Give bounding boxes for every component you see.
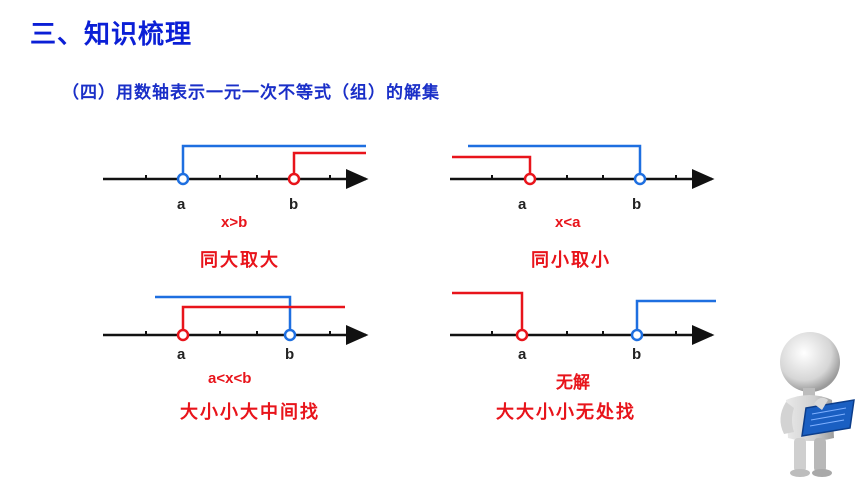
case-2-label-a: a — [518, 196, 527, 213]
case-1-open-point-a — [176, 172, 190, 186]
thinking-figure-illustration — [780, 332, 855, 477]
case-2-label-b: b — [632, 196, 642, 213]
case-2-open-point-a — [523, 172, 537, 186]
case-4-rule: 大大小小无处找 — [496, 402, 636, 423]
case-4-blue-ray — [635, 299, 716, 329]
case-4-number-line — [450, 291, 716, 345]
case-4-label-a: a — [518, 346, 527, 363]
case-4-label-b: b — [632, 346, 642, 363]
case-3-label-a: a — [177, 346, 186, 363]
case-4-open-point-b — [630, 328, 644, 342]
case-4-solution: 无解 — [556, 373, 590, 392]
section-subtitle: （四）用数轴表示一元一次不等式（组）的解集 — [62, 83, 440, 103]
case-1-number-line — [103, 144, 369, 189]
case-3-blue-ray — [155, 295, 292, 329]
case-2-red-ray — [452, 155, 532, 173]
case-1-label-b: b — [289, 196, 299, 213]
case-4-open-point-a — [515, 328, 529, 342]
case-2-blue-ray — [468, 144, 642, 173]
case-3-open-point-a — [176, 328, 190, 342]
case-1-red-ray — [292, 151, 366, 173]
case-3-red-ray — [181, 305, 345, 329]
case-1-label-a: a — [177, 196, 186, 213]
case-1-solution: x>b — [221, 214, 248, 231]
case-4-red-ray — [452, 291, 524, 329]
case-3-open-point-b — [283, 328, 297, 342]
case-1-rule: 同大取大 — [200, 250, 280, 271]
case-3-rule: 大小小大中间找 — [180, 402, 320, 423]
case-2-solution: x<a — [555, 214, 581, 231]
case-3-solution: a<x<b — [208, 370, 252, 387]
page-title: 三、知识梳理 — [30, 20, 193, 50]
case-1-open-point-b — [287, 172, 301, 186]
case-2-rule: 同小取小 — [531, 250, 611, 271]
case-3-number-line — [103, 295, 369, 345]
case-2-open-point-b — [633, 172, 647, 186]
case-2-number-line — [450, 144, 715, 189]
case-3-label-b: b — [285, 346, 295, 363]
case-1-blue-ray — [181, 144, 366, 173]
